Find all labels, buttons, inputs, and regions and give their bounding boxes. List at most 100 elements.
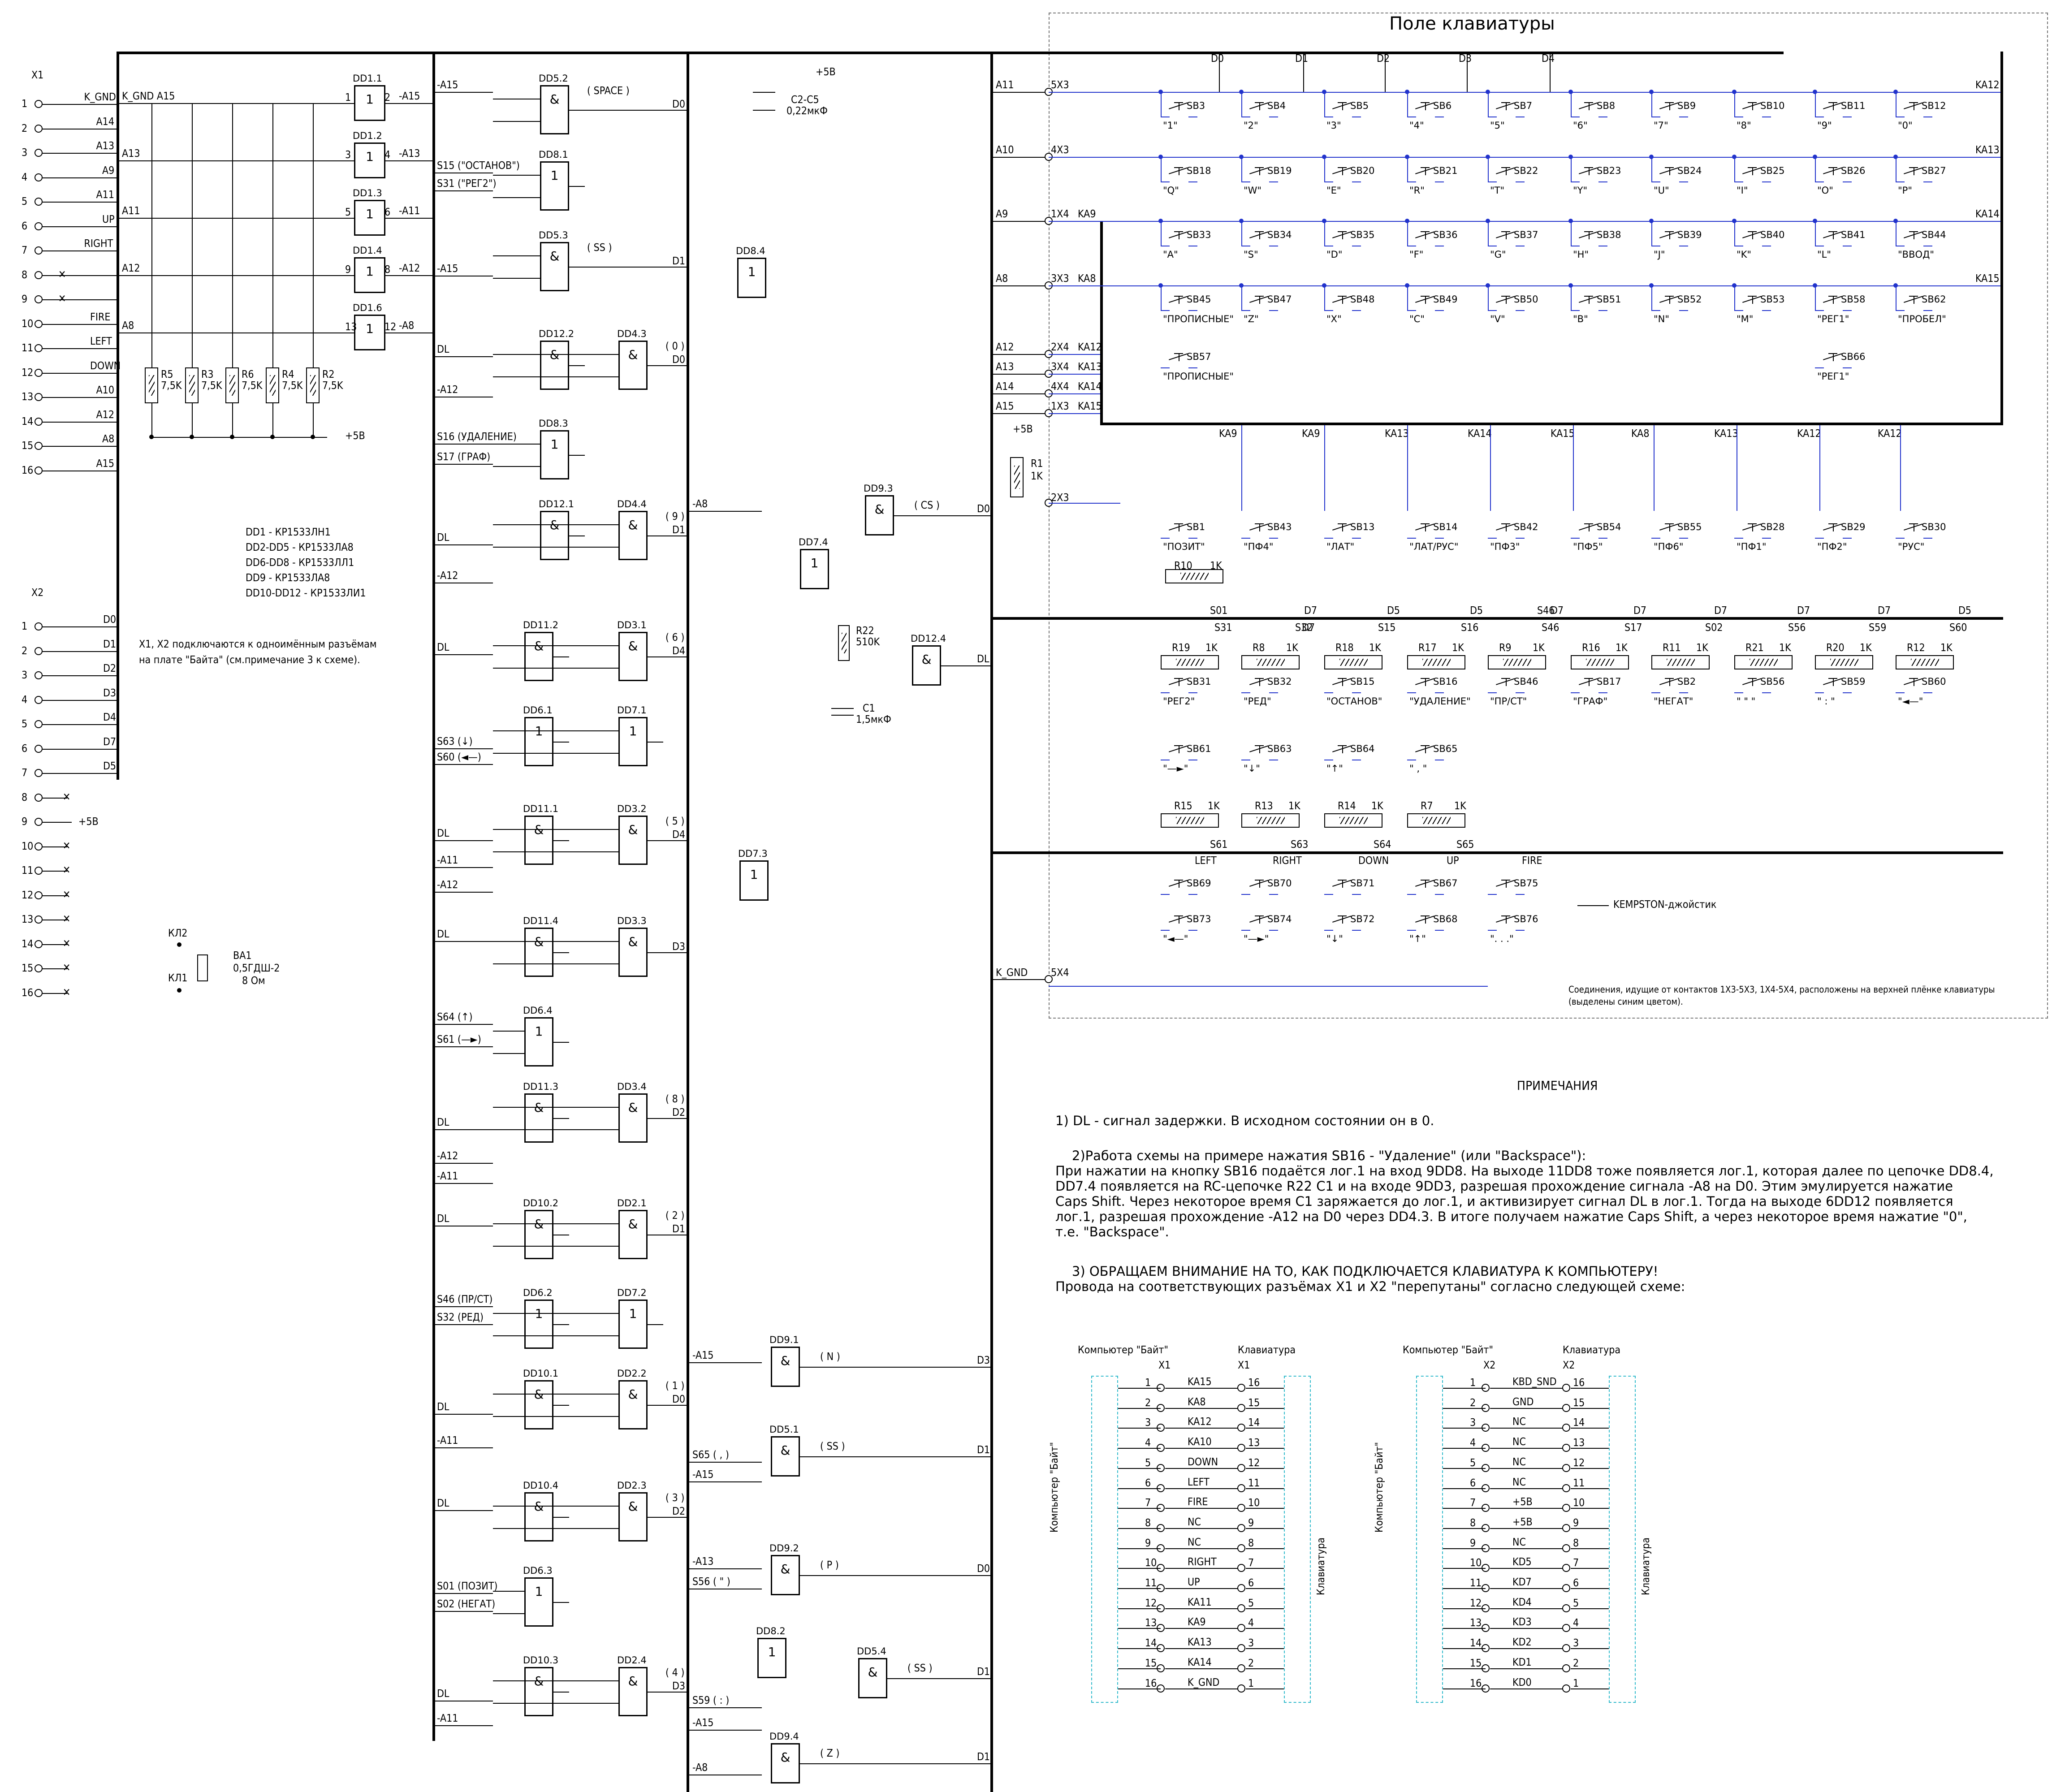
gate-input bbox=[493, 1335, 618, 1336]
key-switch: SB50 bbox=[1514, 294, 1538, 305]
gate-input bbox=[493, 753, 618, 754]
key-switch: SB8 bbox=[1597, 100, 1616, 111]
shift-res-value: 1K bbox=[1616, 642, 1628, 654]
key-link bbox=[1488, 92, 1489, 117]
switch-lead bbox=[1241, 310, 1250, 311]
junction-dot bbox=[1813, 219, 1817, 223]
switch-lead bbox=[1324, 692, 1333, 693]
switch-lead bbox=[1896, 692, 1905, 693]
mid-input-signal: DL bbox=[437, 1688, 449, 1700]
wiring-x1-right-wire bbox=[1246, 1428, 1284, 1429]
gate-label: DD5.3 bbox=[539, 230, 568, 241]
x1-pin-number: 6 bbox=[22, 220, 28, 232]
gate-label: DD8.2 bbox=[756, 1626, 786, 1637]
switch-caption: "ПРОПИСНЫЕ" bbox=[1163, 314, 1234, 324]
switch-contact bbox=[1255, 231, 1264, 232]
x2-pin-number: 3 bbox=[22, 669, 28, 681]
r10-value: 1K bbox=[1210, 560, 1222, 572]
gate-input bbox=[493, 255, 540, 256]
wiring-x1-signal: KA9 bbox=[1188, 1616, 1206, 1628]
switch-caption: "T" bbox=[1490, 185, 1505, 196]
key-switch: SB34 bbox=[1267, 229, 1292, 240]
mid-input-wire bbox=[435, 867, 493, 868]
wiring-x1-signal: K_GND bbox=[1188, 1676, 1220, 1688]
switch-contact bbox=[1425, 296, 1426, 304]
switch-lead bbox=[1269, 538, 1278, 539]
shift-res-name: R12 bbox=[1907, 642, 1925, 654]
mid-input-wire bbox=[435, 1447, 493, 1448]
junction-dot bbox=[1158, 283, 1163, 288]
gate-pin: 5 bbox=[345, 207, 351, 218]
key-link bbox=[1407, 92, 1408, 117]
mid-input-signal: S02 (НЕГАТ) bbox=[437, 1598, 496, 1610]
switch-contact bbox=[1669, 231, 1670, 239]
row-ka: KA14 bbox=[1078, 381, 1102, 393]
switch-lead bbox=[1488, 692, 1497, 693]
pullup-value: 7,5K bbox=[282, 380, 303, 392]
row-xpin: 1X3 bbox=[1051, 401, 1069, 412]
key-link bbox=[1161, 285, 1162, 310]
wiring-x1-pin-right: 9 bbox=[1248, 1517, 1254, 1529]
connector-pin bbox=[1562, 1644, 1570, 1653]
gate-label: DD6.1 bbox=[523, 705, 553, 716]
switch-contact bbox=[1174, 880, 1183, 881]
dd1-output bbox=[385, 160, 432, 161]
wiring-x1-pin-right: 7 bbox=[1248, 1557, 1254, 1569]
switch-lead bbox=[1188, 181, 1197, 182]
mid-input-signal: S17 (ГРАФ) bbox=[437, 451, 491, 463]
x2-wire bbox=[43, 626, 117, 627]
switch-lead bbox=[1843, 310, 1852, 311]
func-key-switch: SB1 bbox=[1187, 522, 1205, 532]
switch-contact bbox=[1259, 915, 1260, 924]
switch-lead bbox=[1352, 181, 1361, 182]
wiring-x2-left-wire bbox=[1443, 1688, 1486, 1689]
x2-signal: D0 bbox=[103, 614, 117, 626]
switch-lead bbox=[1598, 181, 1607, 182]
func-bottom-d: D5 bbox=[1470, 605, 1483, 617]
arrow-resistor bbox=[1161, 813, 1219, 828]
gate-note: ( 0 ) bbox=[665, 341, 685, 352]
x1-signal: A8 bbox=[102, 433, 115, 445]
joystick-switch: SB75 bbox=[1514, 878, 1538, 889]
wiring-x1-pin-right: 5 bbox=[1248, 1597, 1254, 1609]
shift-key-switch: SB60 bbox=[1922, 676, 1946, 687]
shift-res-value: 1K bbox=[1940, 642, 1953, 654]
func-key-switch: SB30 bbox=[1922, 522, 1946, 532]
connector-pin bbox=[35, 149, 43, 157]
note-line: лог.1, разрешая прохождение -A12 на D0 ч… bbox=[1055, 1209, 1967, 1224]
x1-signal: FIRE bbox=[90, 311, 111, 323]
x2-nc-cross: ✕ bbox=[63, 840, 71, 852]
wiring-x2-right-wire bbox=[1571, 1688, 1609, 1689]
mid-input-wire bbox=[435, 1510, 493, 1511]
mid-gate: &DD11.1 bbox=[523, 803, 558, 865]
key-link bbox=[1324, 157, 1325, 181]
gate-symbol: 1 bbox=[366, 207, 374, 221]
switch-lead bbox=[1896, 538, 1905, 539]
switch-lead bbox=[1923, 181, 1932, 182]
gate-symbol: 1 bbox=[535, 1584, 543, 1599]
row-bus bbox=[1049, 393, 1100, 394]
wiring-x1-pin-left: 6 bbox=[1145, 1477, 1151, 1489]
gate-note: ( 9 ) bbox=[665, 511, 685, 522]
wiring-x1-pin-left: 5 bbox=[1145, 1457, 1151, 1469]
wiring-x1-right-bracket bbox=[1284, 1376, 1311, 1703]
shift-header-s: S46 bbox=[1542, 622, 1560, 634]
connector-pin bbox=[35, 271, 43, 279]
key-link bbox=[1161, 157, 1162, 181]
note-line: При нажатии на кнопку SB16 подаётся лог.… bbox=[1055, 1163, 1994, 1179]
shift-key-switch: SB2 bbox=[1677, 676, 1696, 687]
switch-contact bbox=[1421, 915, 1430, 916]
note-line: Caps Shift. Через некоторое время C1 зар… bbox=[1055, 1194, 1953, 1209]
switch-lead bbox=[1188, 538, 1197, 539]
x1-wire bbox=[43, 397, 117, 398]
resistor-hatch bbox=[310, 375, 316, 396]
switch-lead bbox=[1324, 538, 1333, 539]
x2-wire bbox=[43, 797, 67, 799]
wiring-x1-pin-left: 12 bbox=[1145, 1597, 1157, 1609]
pullup-resistor bbox=[225, 367, 239, 403]
gate-input bbox=[493, 1129, 618, 1130]
switch-contact bbox=[1338, 880, 1347, 881]
bus-left bbox=[117, 52, 119, 780]
gate-input bbox=[493, 851, 618, 852]
